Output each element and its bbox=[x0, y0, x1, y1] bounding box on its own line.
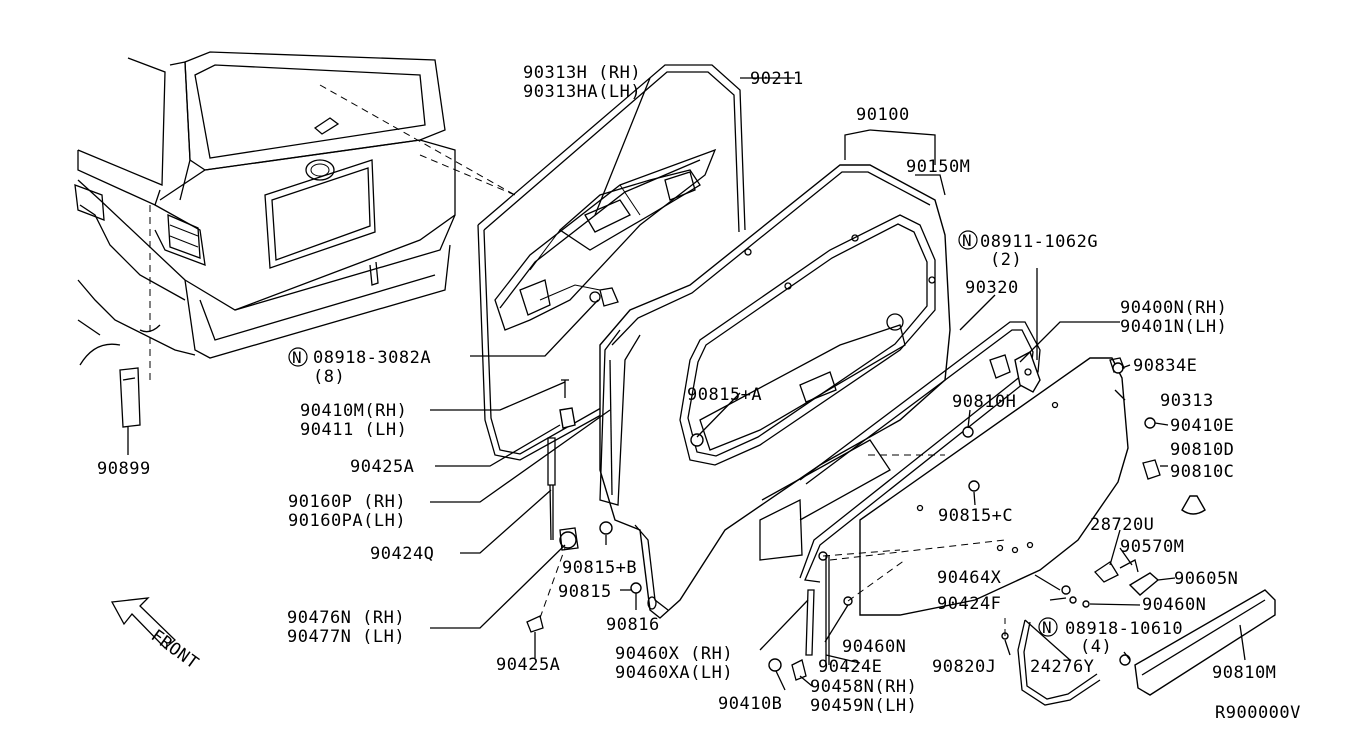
vehicle-rear-illustration bbox=[74, 51, 516, 428]
label-90320: 90320 bbox=[965, 278, 1019, 298]
label-90313H: 90313H (RH) bbox=[523, 63, 641, 83]
label-08918-10610-qty: (4) bbox=[1080, 637, 1112, 657]
label-90401N: 90401N(LH) bbox=[1120, 317, 1227, 337]
label-90424F: 90424F bbox=[937, 594, 1001, 614]
label-90460N-right: 90460N bbox=[1142, 595, 1206, 615]
inner-trim-panel bbox=[494, 148, 717, 331]
weatherstrip-24276Y bbox=[1017, 619, 1101, 706]
back-door-panel-90100 bbox=[599, 164, 951, 619]
label-90460XA: 90460XA(LH) bbox=[615, 663, 733, 683]
label-90424E: 90424E bbox=[818, 657, 882, 677]
nut-symbol-3: N bbox=[1042, 618, 1052, 637]
label-90834E: 90834E bbox=[1133, 356, 1197, 376]
label-90313HA: 90313HA(LH) bbox=[523, 82, 641, 102]
label-90810C: 90810C bbox=[1170, 462, 1234, 482]
label-90810H: 90810H bbox=[952, 392, 1016, 412]
label-90815: 90815 bbox=[558, 582, 612, 602]
label-90160P: 90160P (RH) bbox=[288, 492, 406, 512]
label-90410M: 90410M(RH) bbox=[300, 401, 407, 421]
label-90410B: 90410B bbox=[718, 694, 782, 714]
label-08918-10610: 08918-10610 bbox=[1065, 619, 1183, 639]
label-90458N: 90458N(RH) bbox=[810, 677, 917, 697]
label-90820J: 90820J bbox=[932, 657, 996, 677]
label-90410E: 90410E bbox=[1170, 416, 1234, 436]
label-90815A: 90815+A bbox=[687, 385, 762, 405]
label-90899: 90899 bbox=[97, 459, 151, 479]
label-front: FRONT bbox=[147, 626, 202, 674]
label-90313: 90313 bbox=[1160, 391, 1214, 411]
gas-stays bbox=[547, 437, 830, 665]
label-90605N: 90605N bbox=[1174, 569, 1238, 589]
label-90815C: 90815+C bbox=[938, 506, 1013, 526]
label-90160PA: 90160PA(LH) bbox=[288, 511, 406, 531]
label-08911-qty: (2) bbox=[990, 250, 1022, 270]
seal-90320 bbox=[799, 321, 1041, 583]
projection-lines bbox=[539, 454, 1006, 636]
label-90150M: 90150M bbox=[906, 157, 970, 177]
label-90460X: 90460X (RH) bbox=[615, 644, 733, 664]
label-90460N-left: 90460N bbox=[842, 637, 906, 657]
label-90424Q: 90424Q bbox=[370, 544, 434, 564]
hinge-90400N bbox=[1014, 351, 1041, 393]
nut-symbol-2: N bbox=[292, 348, 302, 367]
label-90810M: 90810M bbox=[1212, 663, 1276, 683]
label-08918-3082A: 08918-3082A bbox=[313, 348, 431, 368]
label-90211: 90211 bbox=[750, 69, 804, 89]
label-90570M: 90570M bbox=[1120, 537, 1184, 557]
part-labels: 90313H (RH) 90313HA(LH) 90211 90100 9015… bbox=[97, 63, 1301, 723]
label-90100: 90100 bbox=[856, 105, 910, 125]
reference-code: R900000V bbox=[1215, 703, 1301, 723]
label-90816: 90816 bbox=[606, 615, 660, 635]
leader-lines bbox=[127, 77, 1246, 691]
label-90810D: 90810D bbox=[1170, 440, 1234, 460]
label-90477N: 90477N (LH) bbox=[287, 627, 405, 647]
label-08911-1062G: 08911-1062G bbox=[980, 232, 1098, 252]
weatherstrip-90211 bbox=[477, 64, 746, 461]
label-90464X: 90464X bbox=[937, 568, 1002, 588]
label-90411: 90411 (LH) bbox=[300, 420, 407, 440]
nut-symbol-1: N bbox=[962, 231, 972, 250]
circled-n-icon: N N N bbox=[288, 230, 1058, 637]
label-90815B: 90815+B bbox=[562, 558, 637, 578]
label-90476N: 90476N (RH) bbox=[287, 608, 405, 628]
label-90425A-1: 90425A bbox=[350, 457, 414, 477]
label-90459N: 90459N(LH) bbox=[810, 696, 917, 716]
label-24276Y: 24276Y bbox=[1030, 657, 1094, 677]
front-arrow-icon bbox=[110, 597, 176, 649]
label-90400N: 90400N(RH) bbox=[1120, 298, 1227, 318]
label-28720U: 28720U bbox=[1090, 515, 1154, 535]
garnish-90810M bbox=[1134, 589, 1276, 696]
label-08918-3082A-qty: (8) bbox=[313, 367, 345, 387]
label-90425A-2: 90425A bbox=[496, 655, 560, 675]
